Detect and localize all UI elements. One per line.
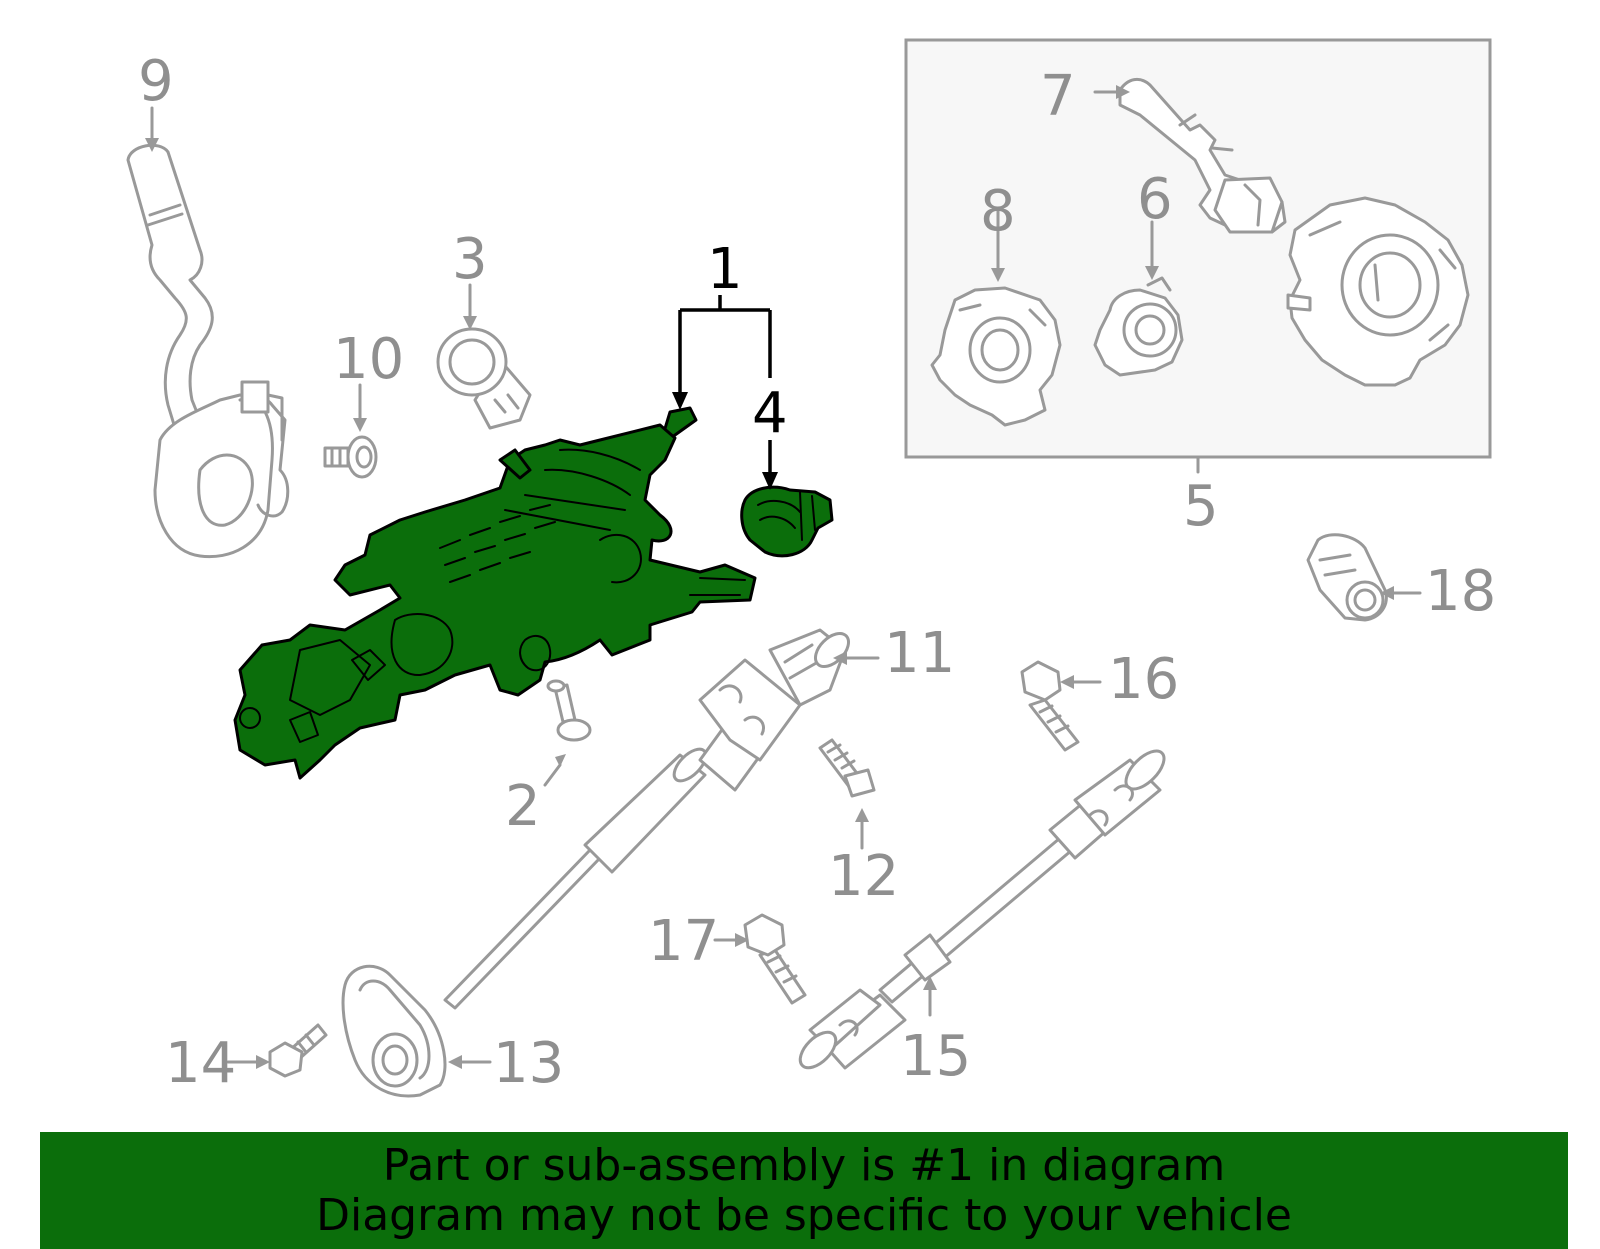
part-10-bolt[interactable]	[323, 435, 378, 479]
callout-17[interactable]: 17	[648, 909, 719, 974]
callout-labels: 1 4 2 3 5 6 7 8 9 10 11 12 13 14 15 16 1…	[138, 49, 1496, 1096]
callout-1-bracket	[672, 295, 778, 490]
part-13-boot-seal[interactable]	[341, 964, 492, 1098]
part-9-lever-switch[interactable]	[126, 143, 290, 559]
disclaimer-banner: Part or sub-assembly is #1 in diagram Di…	[40, 1132, 1568, 1249]
callout-18[interactable]: 18	[1425, 559, 1496, 624]
callout-4[interactable]: 4	[752, 381, 788, 446]
callout-13[interactable]: 13	[493, 1031, 564, 1096]
part-6-switch[interactable]	[1093, 220, 1184, 377]
part-7-lever[interactable]	[1093, 77, 1287, 234]
callout-2[interactable]: 2	[505, 774, 541, 839]
callout-11[interactable]: 11	[884, 621, 955, 686]
callout-14[interactable]: 14	[165, 1031, 236, 1096]
callout-9[interactable]: 9	[138, 49, 174, 114]
banner-line-2: Diagram may not be specific to your vehi…	[316, 1189, 1292, 1241]
part-4-switch[interactable]	[740, 485, 834, 558]
part-14-bolt[interactable]	[226, 1023, 328, 1078]
part-11-intermediate-shaft[interactable]	[443, 627, 855, 1010]
callout-8[interactable]: 8	[980, 179, 1016, 244]
part-17-bolt[interactable]	[713, 913, 807, 1005]
callout-6[interactable]: 6	[1137, 167, 1173, 232]
banner-line-1: Part or sub-assembly is #1 in diagram	[382, 1139, 1226, 1191]
part-18-switch[interactable]	[1306, 533, 1422, 622]
leader-arrows	[145, 106, 1102, 689]
callout-16[interactable]: 16	[1108, 647, 1179, 712]
part-1-steering-column[interactable]	[233, 406, 757, 780]
part-12-bolt[interactable]	[818, 738, 876, 850]
part-8-switch-housing[interactable]	[930, 208, 1062, 427]
callout-1[interactable]: 1	[707, 237, 743, 302]
callout-15[interactable]: 15	[900, 1024, 971, 1089]
part-15-lower-shaft[interactable]	[794, 745, 1170, 1074]
part-2-bolt[interactable]	[543, 679, 592, 787]
callout-7[interactable]: 7	[1040, 64, 1076, 129]
part-3-ring[interactable]	[436, 327, 532, 430]
part-16-bolt[interactable]	[1020, 660, 1080, 752]
part-5-clockspring[interactable]	[1286, 196, 1470, 387]
callout-3[interactable]: 3	[452, 227, 488, 292]
callout-12[interactable]: 12	[828, 844, 899, 909]
callout-10[interactable]: 10	[333, 327, 404, 392]
callout-5[interactable]: 5	[1183, 474, 1219, 539]
